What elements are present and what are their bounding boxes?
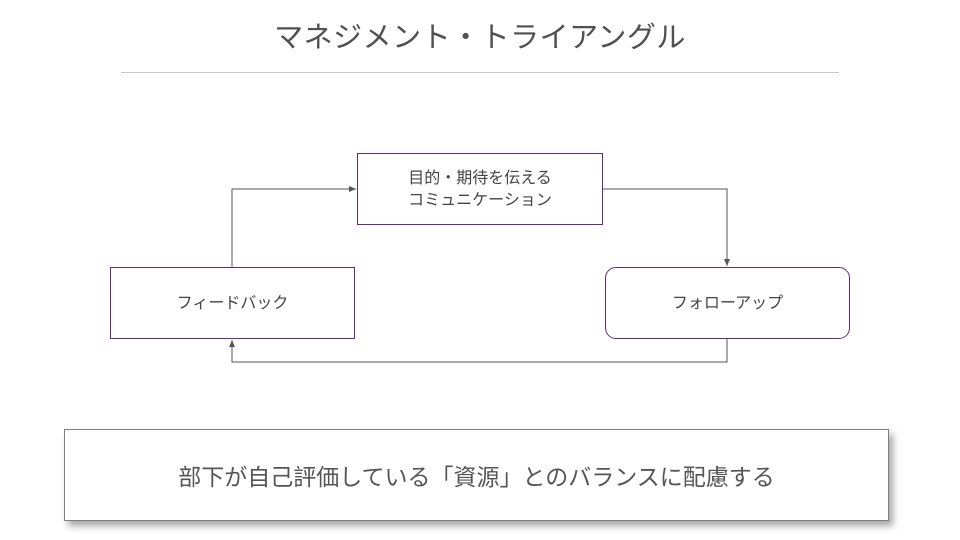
node-purpose-line2: コミュニケーション (408, 190, 552, 209)
node-feedback-label: フィードバック (176, 293, 289, 312)
node-purpose-communication-label: 目的・期待を伝える コミュニケーション (408, 167, 552, 211)
node-feedback: フィードバック (110, 267, 355, 339)
node-purpose-line1: 目的・期待を伝える (408, 168, 552, 187)
summary-text: 部下が自己評価している「資源」とのバランスに配慮する (178, 465, 775, 491)
node-follow-up: フォローアップ (605, 267, 850, 339)
arrow-right-to-left (229, 339, 728, 363)
summary-callout: 部下が自己評価している「資源」とのバランスに配慮する (64, 429, 889, 521)
arrow-top-to-right (603, 188, 730, 266)
node-purpose-communication: 目的・期待を伝える コミュニケーション (357, 153, 603, 225)
node-follow-up-label: フォローアップ (671, 293, 784, 312)
page-title: マネジメント・トライアングル (274, 20, 686, 54)
arrow-left-to-top (231, 186, 356, 267)
title-divider (121, 72, 839, 73)
